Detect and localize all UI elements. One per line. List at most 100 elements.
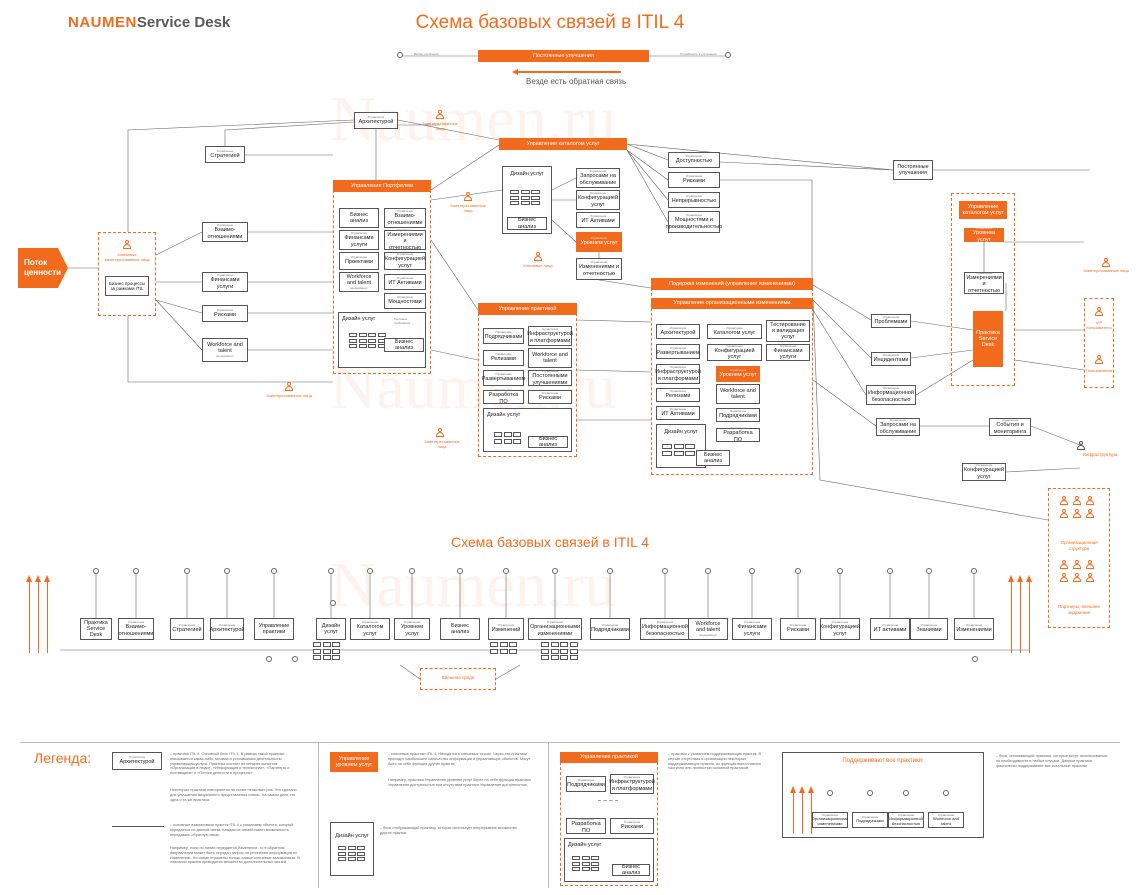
change-design-grid [662, 444, 695, 456]
person-icon [1073, 496, 1081, 505]
bottom-practice-box[interactable]: Дизайн услуг [316, 618, 346, 640]
legend-orange-label: Управление уровнем услуг [335, 755, 373, 768]
connector-line [1030, 425, 1081, 446]
connector-line [127, 316, 333, 383]
connector-line [812, 379, 877, 427]
bottom-practice-circle [926, 568, 932, 574]
bottom-practice-label: Финансами услуги [737, 624, 767, 637]
grid-cell [520, 201, 530, 205]
legend-orange-text-2: Например, практика Управления уровнем ус… [388, 778, 531, 787]
portfolio-item-1-cap: Управление [396, 209, 414, 214]
practice-ba-box[interactable]: Бизнес анализ [528, 436, 568, 448]
improvements-box[interactable]: Постоянные улучшения [893, 160, 933, 180]
connector-line [430, 144, 500, 191]
bottom-practice-circle [795, 568, 801, 574]
change-item-9[interactable]: Workforce and talent [716, 384, 760, 404]
practice-design-label: Дизайн услуг [487, 412, 521, 418]
relationships-label: Взаимо-отношениями [207, 227, 243, 240]
bottom-practice-box[interactable]: Практика Service Desk [80, 618, 112, 640]
bottom-practice-label: Взаимо-отношениями [118, 624, 154, 637]
bottom-practice-box[interactable]: Управление практики [254, 618, 294, 640]
legend-group-ba: Бизнес анализ [612, 864, 650, 876]
practice-item-3[interactable]: Workforce and talent [528, 348, 572, 368]
change-ba-box[interactable]: Бизнес анализ [696, 450, 730, 466]
portfolio-ba-box[interactable]: Бизнес анализ [384, 338, 424, 352]
legend-group-ellipsis [598, 800, 618, 801]
portfolio-item-0[interactable]: Бизнес анализ [339, 208, 379, 228]
risks-label: Рисками [214, 311, 236, 318]
bottom-practice-cap: Управление [656, 620, 674, 625]
catalog-ba-box[interactable]: Бизнес анализ [507, 217, 547, 230]
service-desk-box[interactable]: Практика Service Desk [973, 311, 1003, 367]
change-item-2[interactable]: Тестирование и валидация услуг [766, 320, 810, 342]
catalog-design-label: Дизайн услуг [510, 171, 544, 177]
bottom-practice-box[interactable]: Бизнес анализ [440, 618, 480, 640]
